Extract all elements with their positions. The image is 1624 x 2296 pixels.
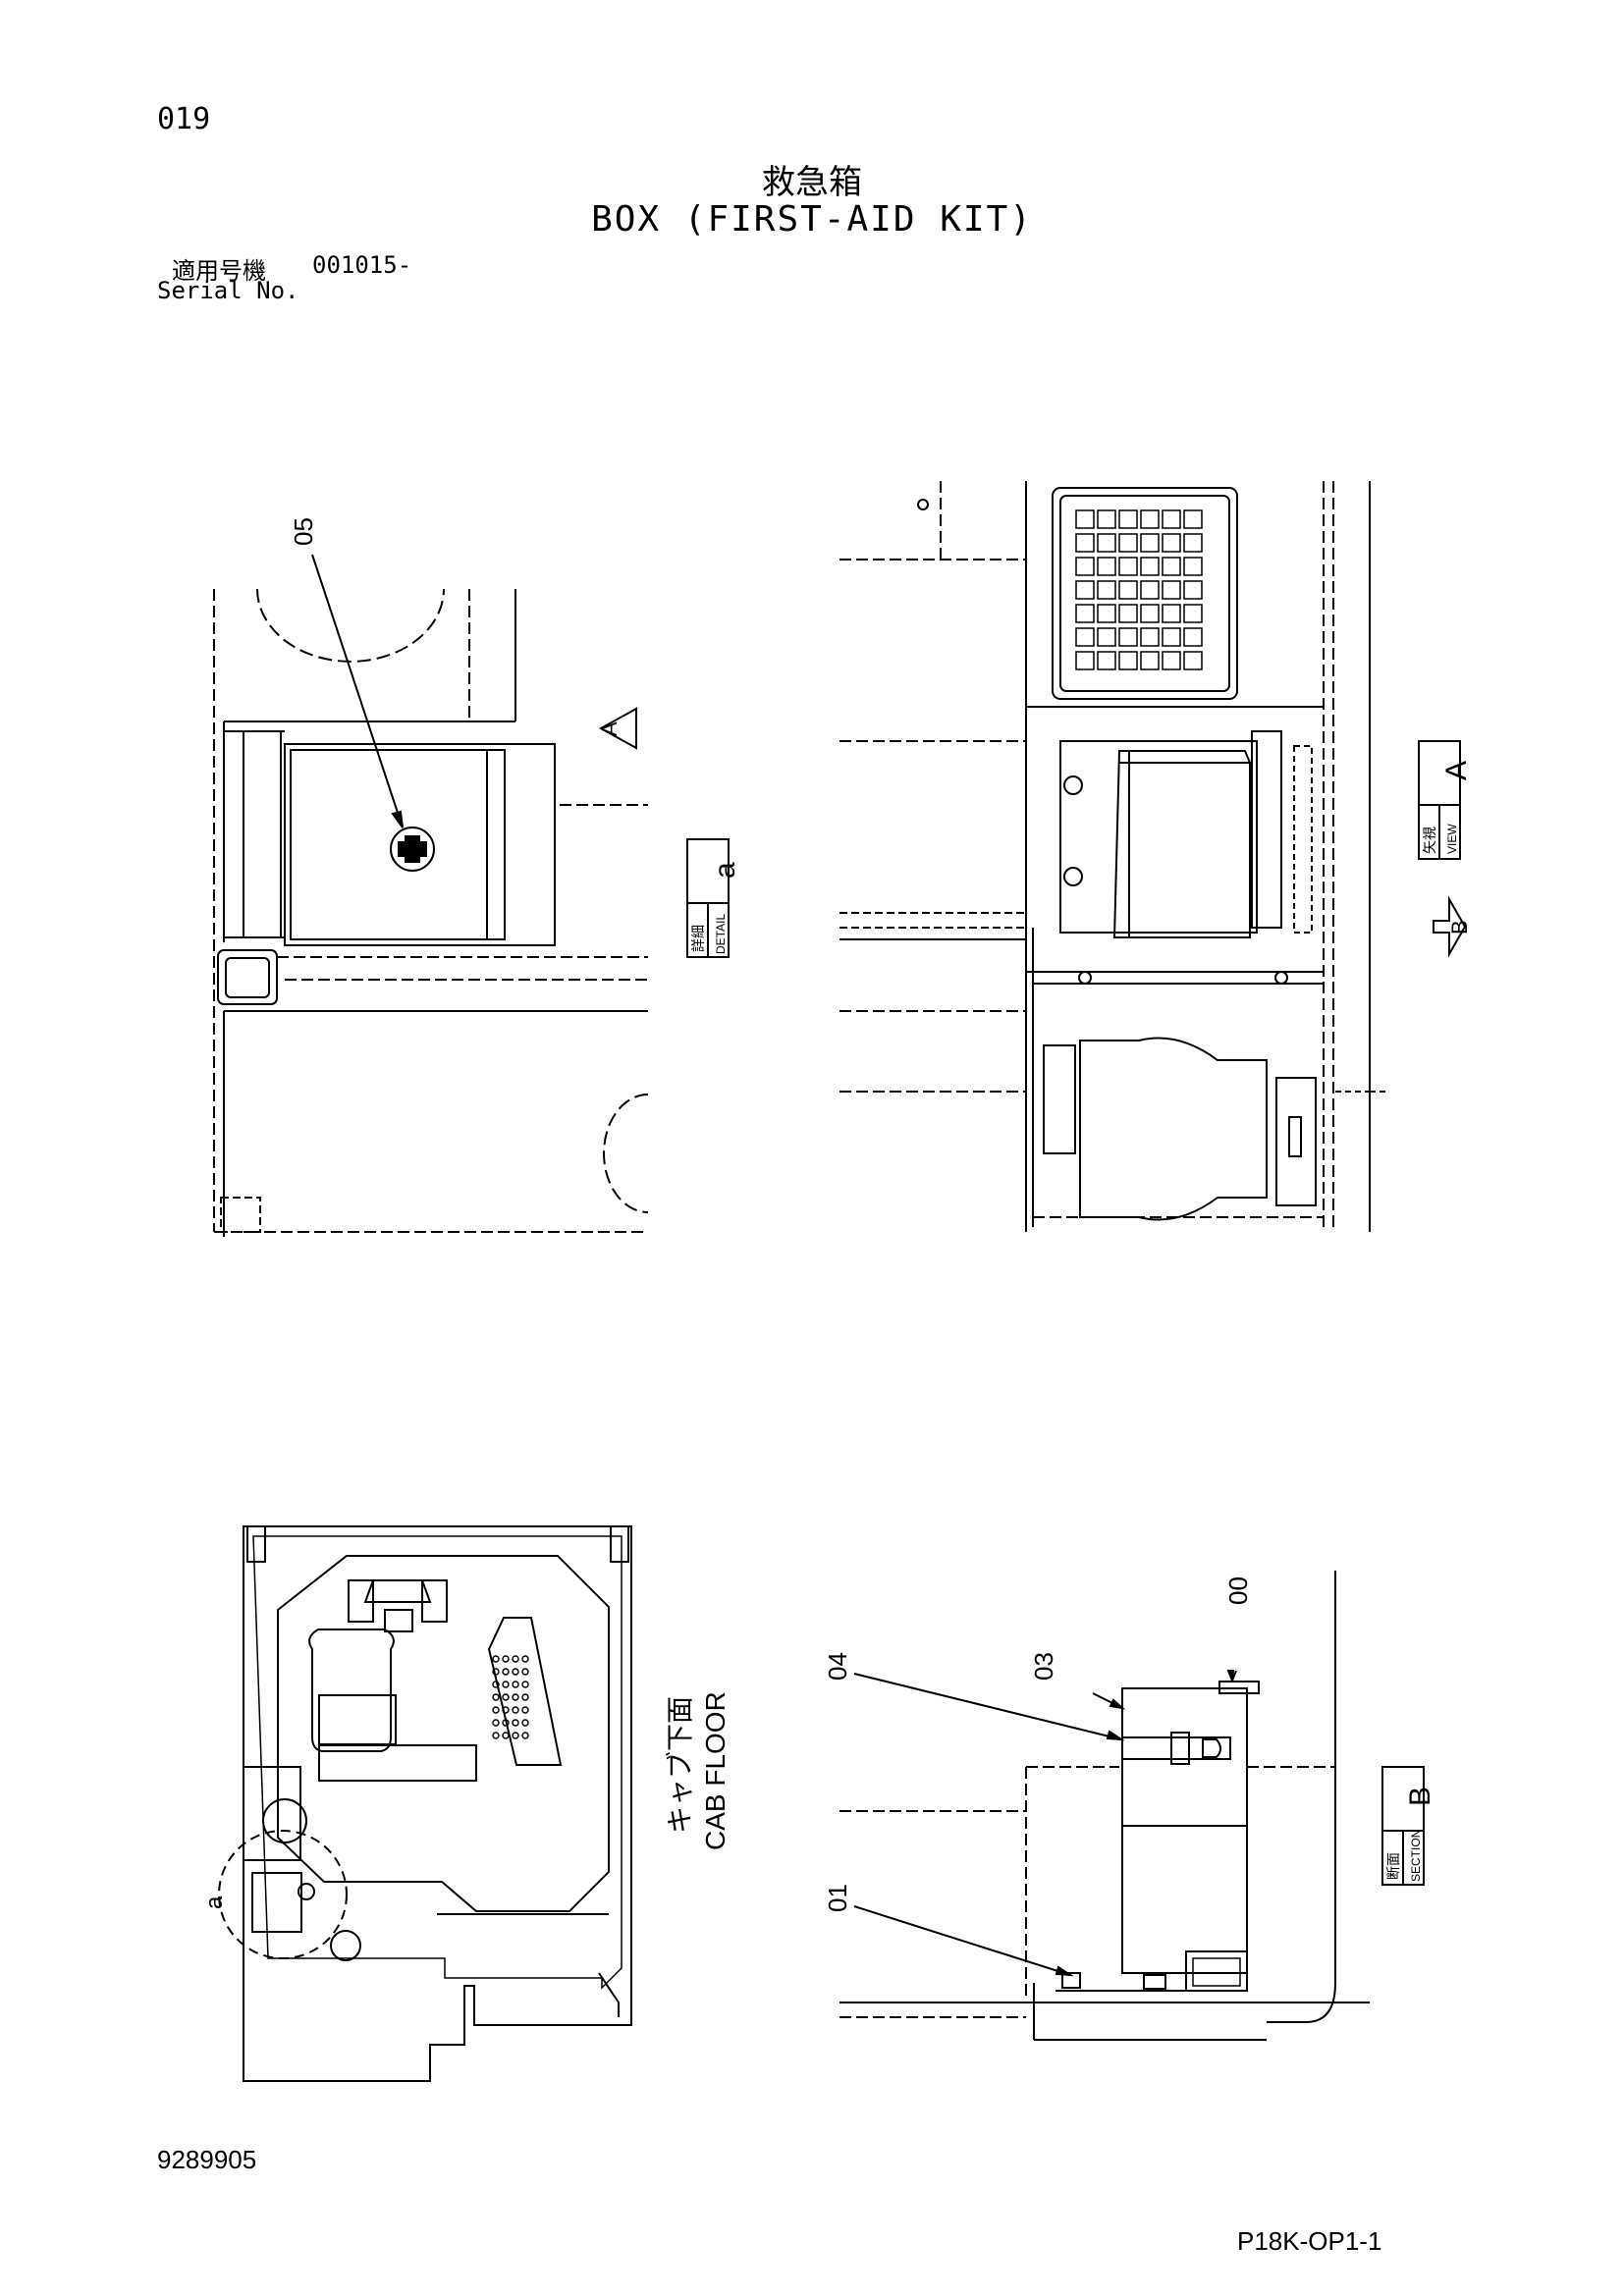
detail-label-japanese: 詳細 [690,925,706,952]
sheet-number: P18K-OP1-1 [1237,2226,1382,2256]
cab-floor-plan [218,1525,632,2082]
serial-number: 001015- [312,251,412,279]
section-label-japanese: 断面 [1385,1852,1401,1880]
detail-a-label-box [686,838,730,958]
section-letter: B [1404,1787,1436,1806]
serial-label-japanese: 適用号機 [172,257,266,285]
section-label-english: SECTION [1409,1830,1423,1882]
detail-letter: a [709,862,741,879]
page-number: 019 [157,102,211,136]
document-number: 9289905 [157,2145,257,2174]
section-part-00: 00 [1223,1576,1253,1605]
section-arrow-letter: B [1447,920,1472,934]
view-label-japanese: 矢視 [1422,827,1437,854]
view-a-drawing [839,481,1467,1232]
view-a-label-box [1418,740,1461,860]
section-part-03: 03 [1029,1652,1058,1681]
serial-label-english: Serial No. [157,277,299,304]
cab-detail-marker: a [201,1896,228,1909]
section-b-drawing [839,1571,1370,2041]
seat-control-dots [492,1655,529,1739]
cab-floor-label-japanese: キャブ下面 [665,1696,695,1834]
view-label-english: VIEW [1445,824,1459,854]
view-arrow-letter: A [597,721,622,736]
section-part-01: 01 [823,1884,852,1912]
detail-label-english: DETAIL [714,914,728,954]
view-letter: A [1440,761,1473,780]
section-part-04: 04 [823,1652,852,1681]
cab-floor-label-english: CAB FLOOR [700,1691,731,1850]
title-english: BOX (FIRST-AID KIT) [591,199,1033,240]
vent-grille [1075,509,1203,670]
detail-part-label: 05 [289,517,318,546]
title-japanese: 救急箱 [762,163,862,202]
section-b-label-box [1381,1766,1425,1886]
detail-a-view [213,554,649,1237]
